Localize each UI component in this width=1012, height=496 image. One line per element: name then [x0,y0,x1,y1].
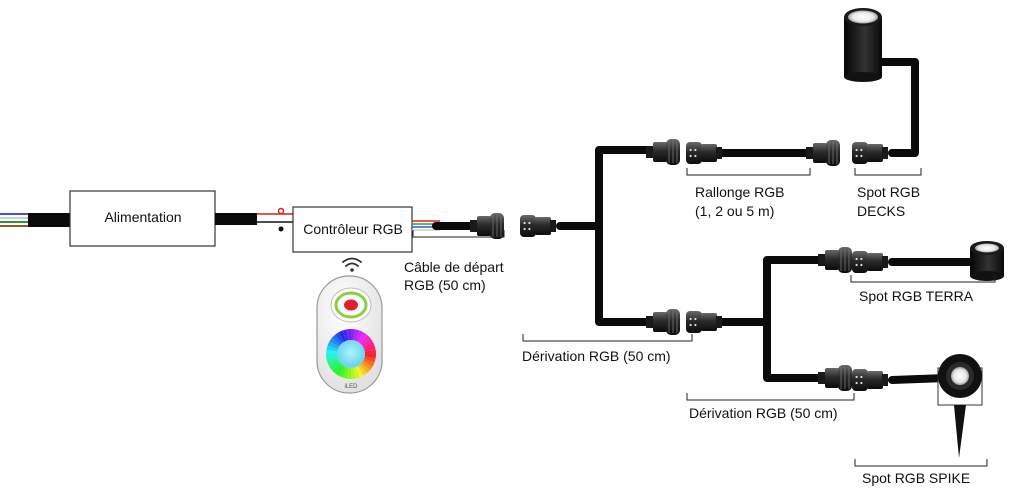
color-wheel-segment [361,361,373,371]
power-output-cable [215,213,257,225]
mains-input-wires [0,213,72,227]
spot-terra-connector [852,251,888,273]
power-supply-label: Alimentation [104,209,181,225]
color-wheel-icon [326,328,376,379]
color-wheel-segment [359,362,371,374]
branch-lower-label: Dérivation RGB (50 cm) [689,405,838,421]
wifi-icon [342,257,362,272]
connector-layer [470,139,888,391]
color-wheel-segment [326,345,338,352]
spot-decks-connector [852,142,888,164]
color-wheel-segment [361,337,373,347]
color-wheel-segment [334,364,344,376]
spot-spike-fixture [937,354,983,458]
color-wheel-segment [364,354,376,359]
spike-branch-male-connector [818,365,852,391]
color-wheel-segment [351,328,356,341]
extension-label-line1: Rallonge RGB [695,184,785,200]
color-wheel-segment [358,364,368,376]
color-wheel-segment [331,334,343,346]
spot-decks-label-line1: Spot RGB [857,184,920,200]
spot-decks-label-line2: DECKS [857,203,905,219]
spot-spike-connector [852,369,888,391]
color-wheel-segment [363,358,375,367]
remote-power-button [344,299,358,311]
main-branch-input-connector [520,215,556,237]
branch-main-label: Dérivation RGB (50 cm) [522,348,671,364]
dimension-brackets [412,168,996,467]
positive-terminal-icon [277,207,285,215]
color-wheel-segment [353,329,360,341]
color-wheel-segment [346,329,351,341]
color-wheel-segment [359,334,371,346]
color-wheel-segment [342,329,349,341]
color-wheel-segment [334,332,344,344]
color-wheel-segment [355,330,364,342]
spot-spike-label: Spot RGB SPIKE [862,470,970,486]
color-wheel-segment [329,361,341,371]
color-wheel-segment [364,345,376,352]
start-cable-label-line2: RGB (50 cm) [404,277,486,293]
color-wheel-segment [326,349,338,354]
spot-terra-fixture [970,241,1004,281]
spot-decks-fixture [844,8,882,82]
cable-network [432,58,979,384]
color-wheel-segment [363,341,375,350]
dc-terminals [257,207,294,232]
color-wheel-segment [327,341,339,350]
controller-label: Contrôleur RGB [303,221,403,237]
color-wheel-segment [326,354,338,359]
lower-branch-male-connector [646,309,680,335]
start-cable-label-line1: Câble de départ [404,259,504,275]
color-wheel-segment [353,367,360,379]
negative-terminal-icon [278,226,284,232]
terra-branch-male-connector [818,247,852,273]
color-wheel-segment [329,337,341,347]
color-wheel-segment [358,332,368,344]
color-wheel-segment [364,349,376,354]
remote-brand-logo: iLED [344,384,358,390]
extension-label-line2: (1, 2 ou 5 m) [695,203,774,219]
diagram-labels: Câble de départ RGB (50 cm) Rallonge RGB… [404,184,974,486]
extension-input-connector [686,142,722,164]
color-wheel-segment [342,367,349,379]
color-wheel-segment [355,366,364,378]
color-wheel-segment [338,366,347,378]
color-wheel-segment [346,367,351,379]
color-wheel-segment [331,362,343,374]
color-wheel-segment [351,367,356,379]
power-supply: Alimentation [69,190,216,247]
remote-control: iLED [316,257,383,394]
second-branch-input-connector [686,311,722,333]
color-wheel-segment [364,356,376,363]
color-wheel-segment [327,358,339,367]
color-wheel-segment [338,330,347,342]
color-wheel-segment [326,356,338,363]
rgb-controller: Contrôleur RGB [292,206,413,253]
extension-output-connector [806,140,840,166]
upper-branch-male-connector [646,139,680,165]
spot-terra-label: Spot RGB TERRA [859,288,974,304]
start-cable-male-connector [470,213,504,239]
